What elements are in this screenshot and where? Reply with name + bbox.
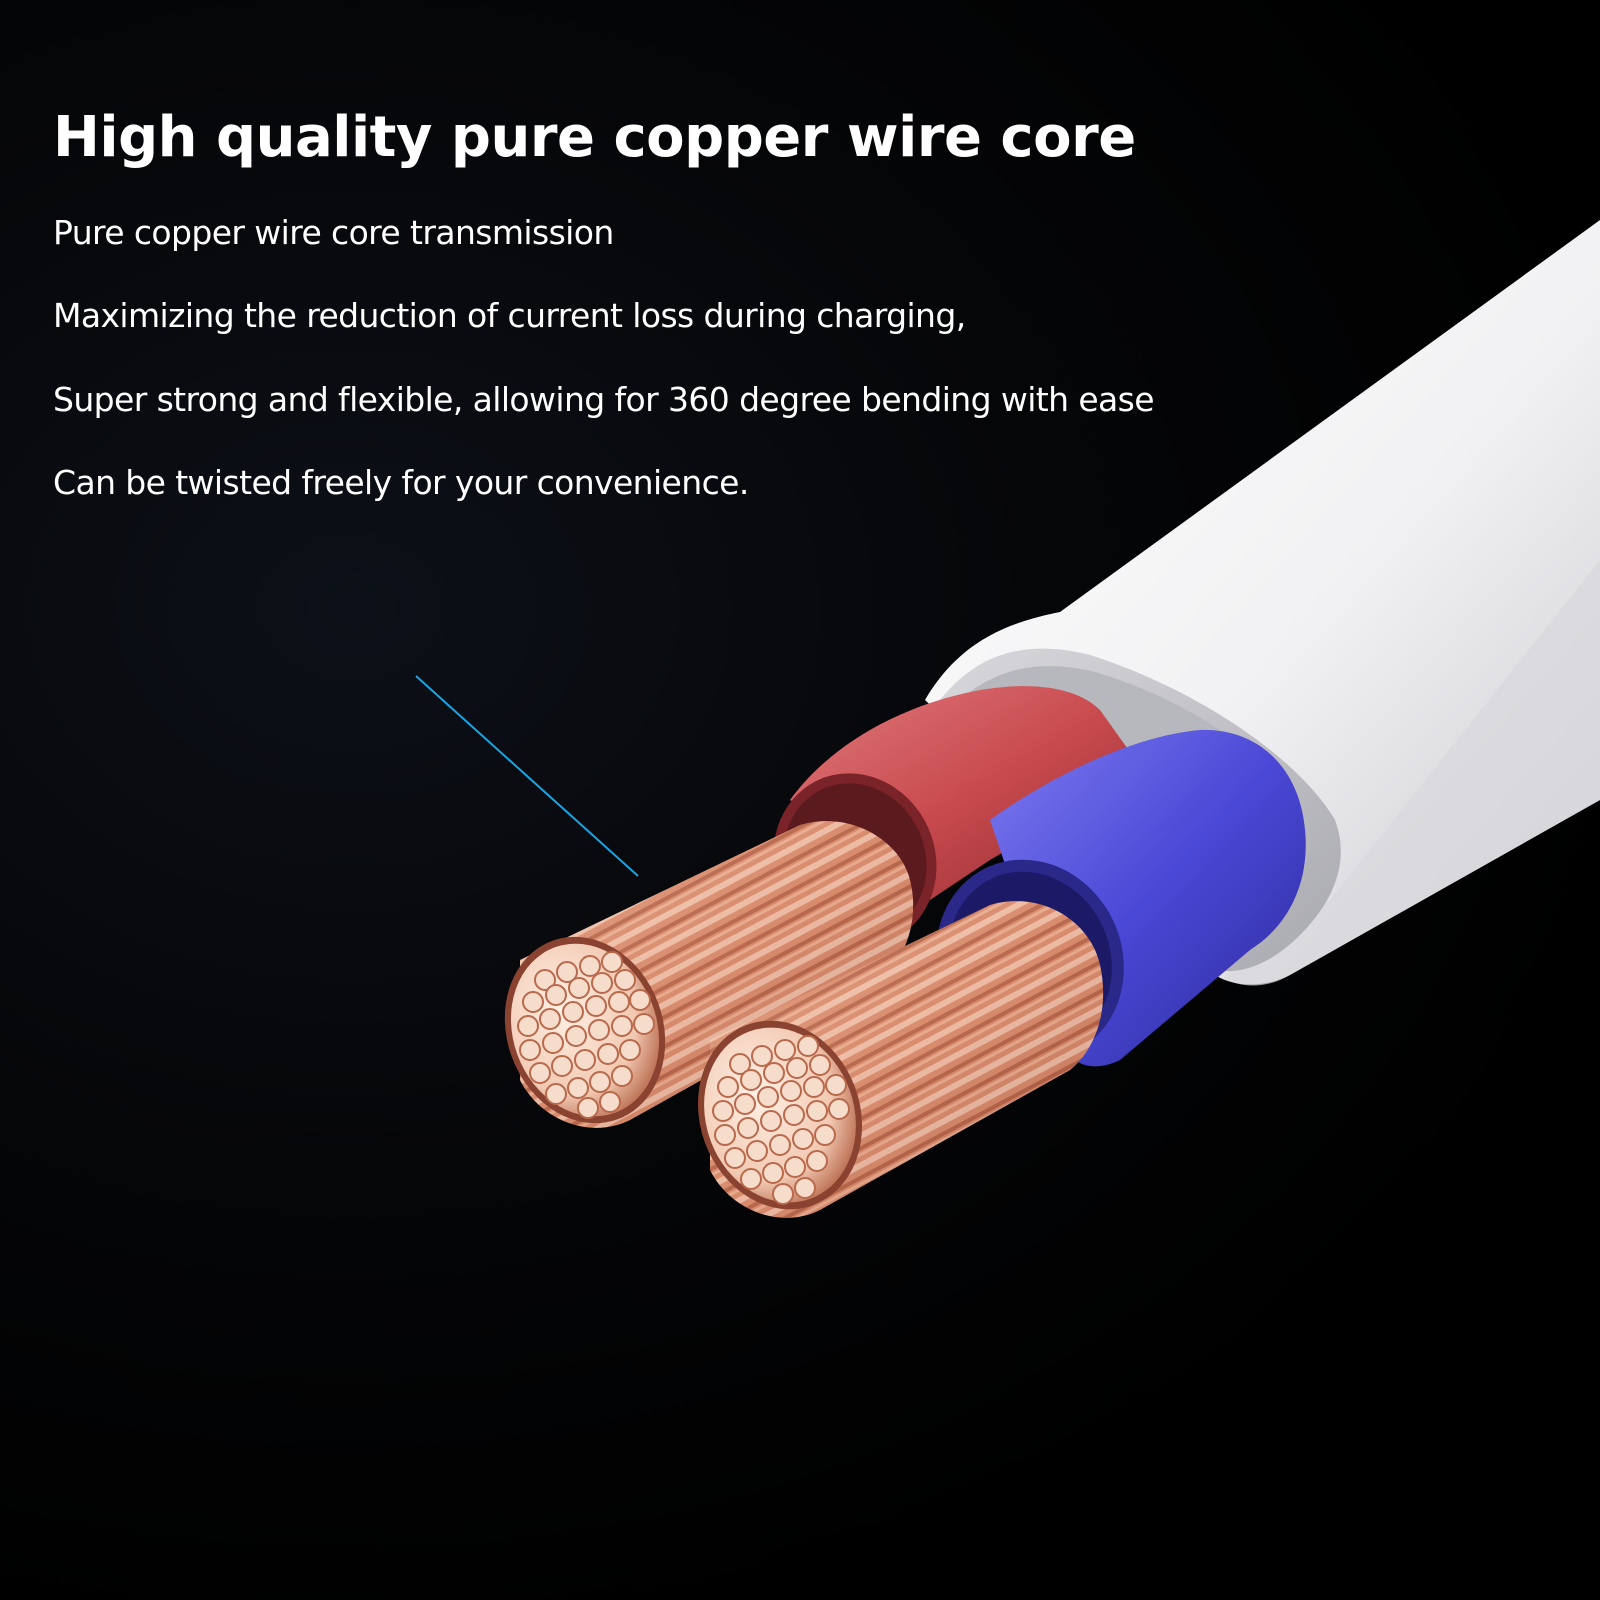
pointer-line	[415, 675, 639, 877]
copper-core-upper	[504, 821, 914, 1128]
copper-core-lower	[697, 901, 1104, 1218]
description-line-1: Pure copper wire core transmission	[53, 213, 614, 252]
description-line-3: Super strong and flexible, allowing for …	[53, 380, 1155, 419]
description-line-2: Maximizing the reduction of current loss…	[53, 296, 966, 335]
headline: High quality pure copper wire core	[53, 105, 1136, 170]
description-line-4: Can be twisted freely for your convenien…	[53, 463, 749, 502]
